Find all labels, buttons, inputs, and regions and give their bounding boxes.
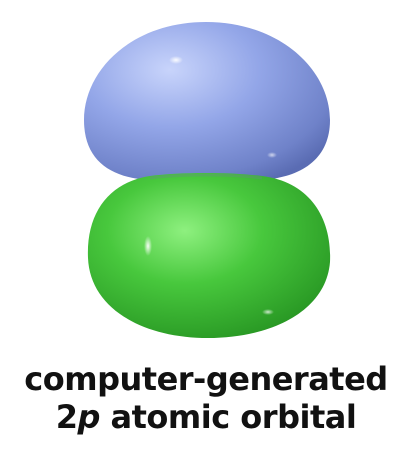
caption-line-1: computer-generated (0, 360, 412, 398)
2p-orbital-figure (0, 0, 412, 360)
lower-lobe-highlight (144, 236, 152, 256)
caption-quantum-number: 2 (56, 398, 78, 436)
figure-caption: computer-generated 2p atomic orbital (0, 360, 412, 436)
caption-line-2: 2p atomic orbital (0, 398, 412, 436)
upper-lobe-highlight-small (267, 152, 277, 158)
caption-subshell-letter: p (77, 398, 99, 436)
caption-line-2-rest: atomic orbital (100, 398, 356, 436)
lower-lobe (88, 173, 330, 338)
upper-lobe-highlight (169, 56, 183, 64)
upper-lobe (84, 22, 330, 182)
lower-lobe-highlight-small (262, 309, 274, 315)
